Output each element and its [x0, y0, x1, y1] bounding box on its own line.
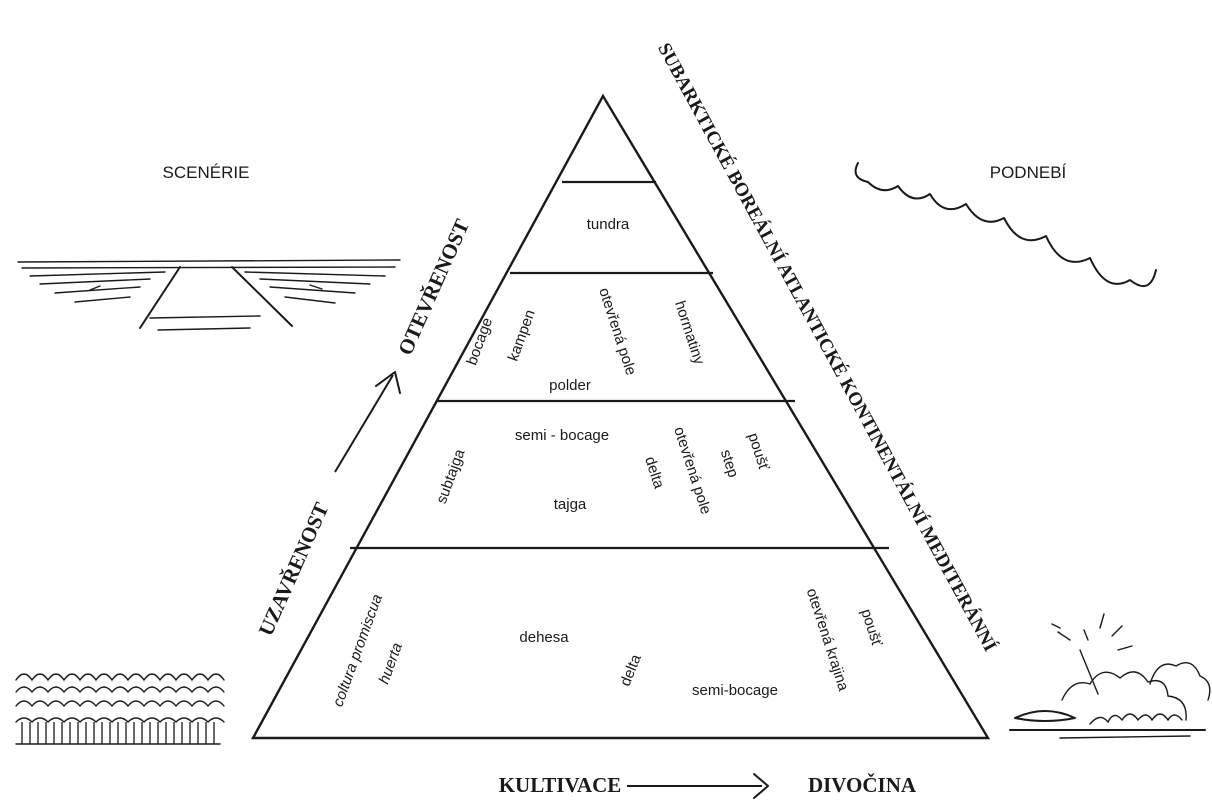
oteverenost-label: OTEVŘENOST	[393, 216, 474, 359]
hormatiny-label: hormatiny	[671, 299, 708, 367]
poust-label-1: poušť	[744, 431, 772, 473]
pyramid	[250, 93, 991, 740]
cloud-icon	[854, 162, 1157, 288]
subtajga-label: subtajga	[433, 446, 469, 506]
otevrena-pole-label-1: otevřená pole	[595, 286, 639, 378]
openness-arrow	[334, 374, 394, 473]
podnebi-label: PODNEBÍ	[990, 163, 1067, 182]
uzavrenost-label: UZAVŘENOST	[254, 499, 334, 640]
divocina-label: DIVOČINA	[808, 773, 917, 797]
otevrena-krajina-label: otevřená krajina	[803, 586, 852, 693]
huerta-label: huerta	[376, 641, 407, 687]
open-fields-icon	[17, 259, 401, 331]
delta-label-1: delta	[641, 455, 667, 492]
delta-label-2: delta	[617, 651, 645, 688]
pyramid-outline	[250, 93, 991, 740]
tajga-label: tajga	[554, 496, 587, 513]
otevrena-pole-label-2: otevřená pole	[670, 425, 714, 517]
poust-label-2: poušť	[857, 607, 885, 649]
kultivace-label: KULTIVACE	[499, 773, 622, 797]
climate-axis-label: SUBARKTICKÉ BOREÁLNÍ ATLANTICKÉ KONTINEN…	[653, 39, 1001, 655]
shrub-icon	[1009, 613, 1211, 739]
tundra-label: tundra	[587, 216, 630, 233]
polder-label: polder	[549, 377, 591, 394]
step-label: step	[717, 447, 742, 479]
openness-arrow-head	[375, 371, 401, 394]
dehesa-label: dehesa	[519, 629, 569, 646]
semi-bocage-label-1: semi - bocage	[515, 427, 609, 444]
coltura-promiscua-label: coltura promiscua	[330, 592, 386, 709]
forest-icon	[15, 673, 225, 745]
scenerie-label: SCENÉRIE	[163, 163, 250, 182]
kampen-label: kampen	[505, 307, 539, 363]
cultivation-arrow-head	[753, 773, 769, 799]
semi-bocage-label-2: semi-bocage	[692, 682, 778, 699]
